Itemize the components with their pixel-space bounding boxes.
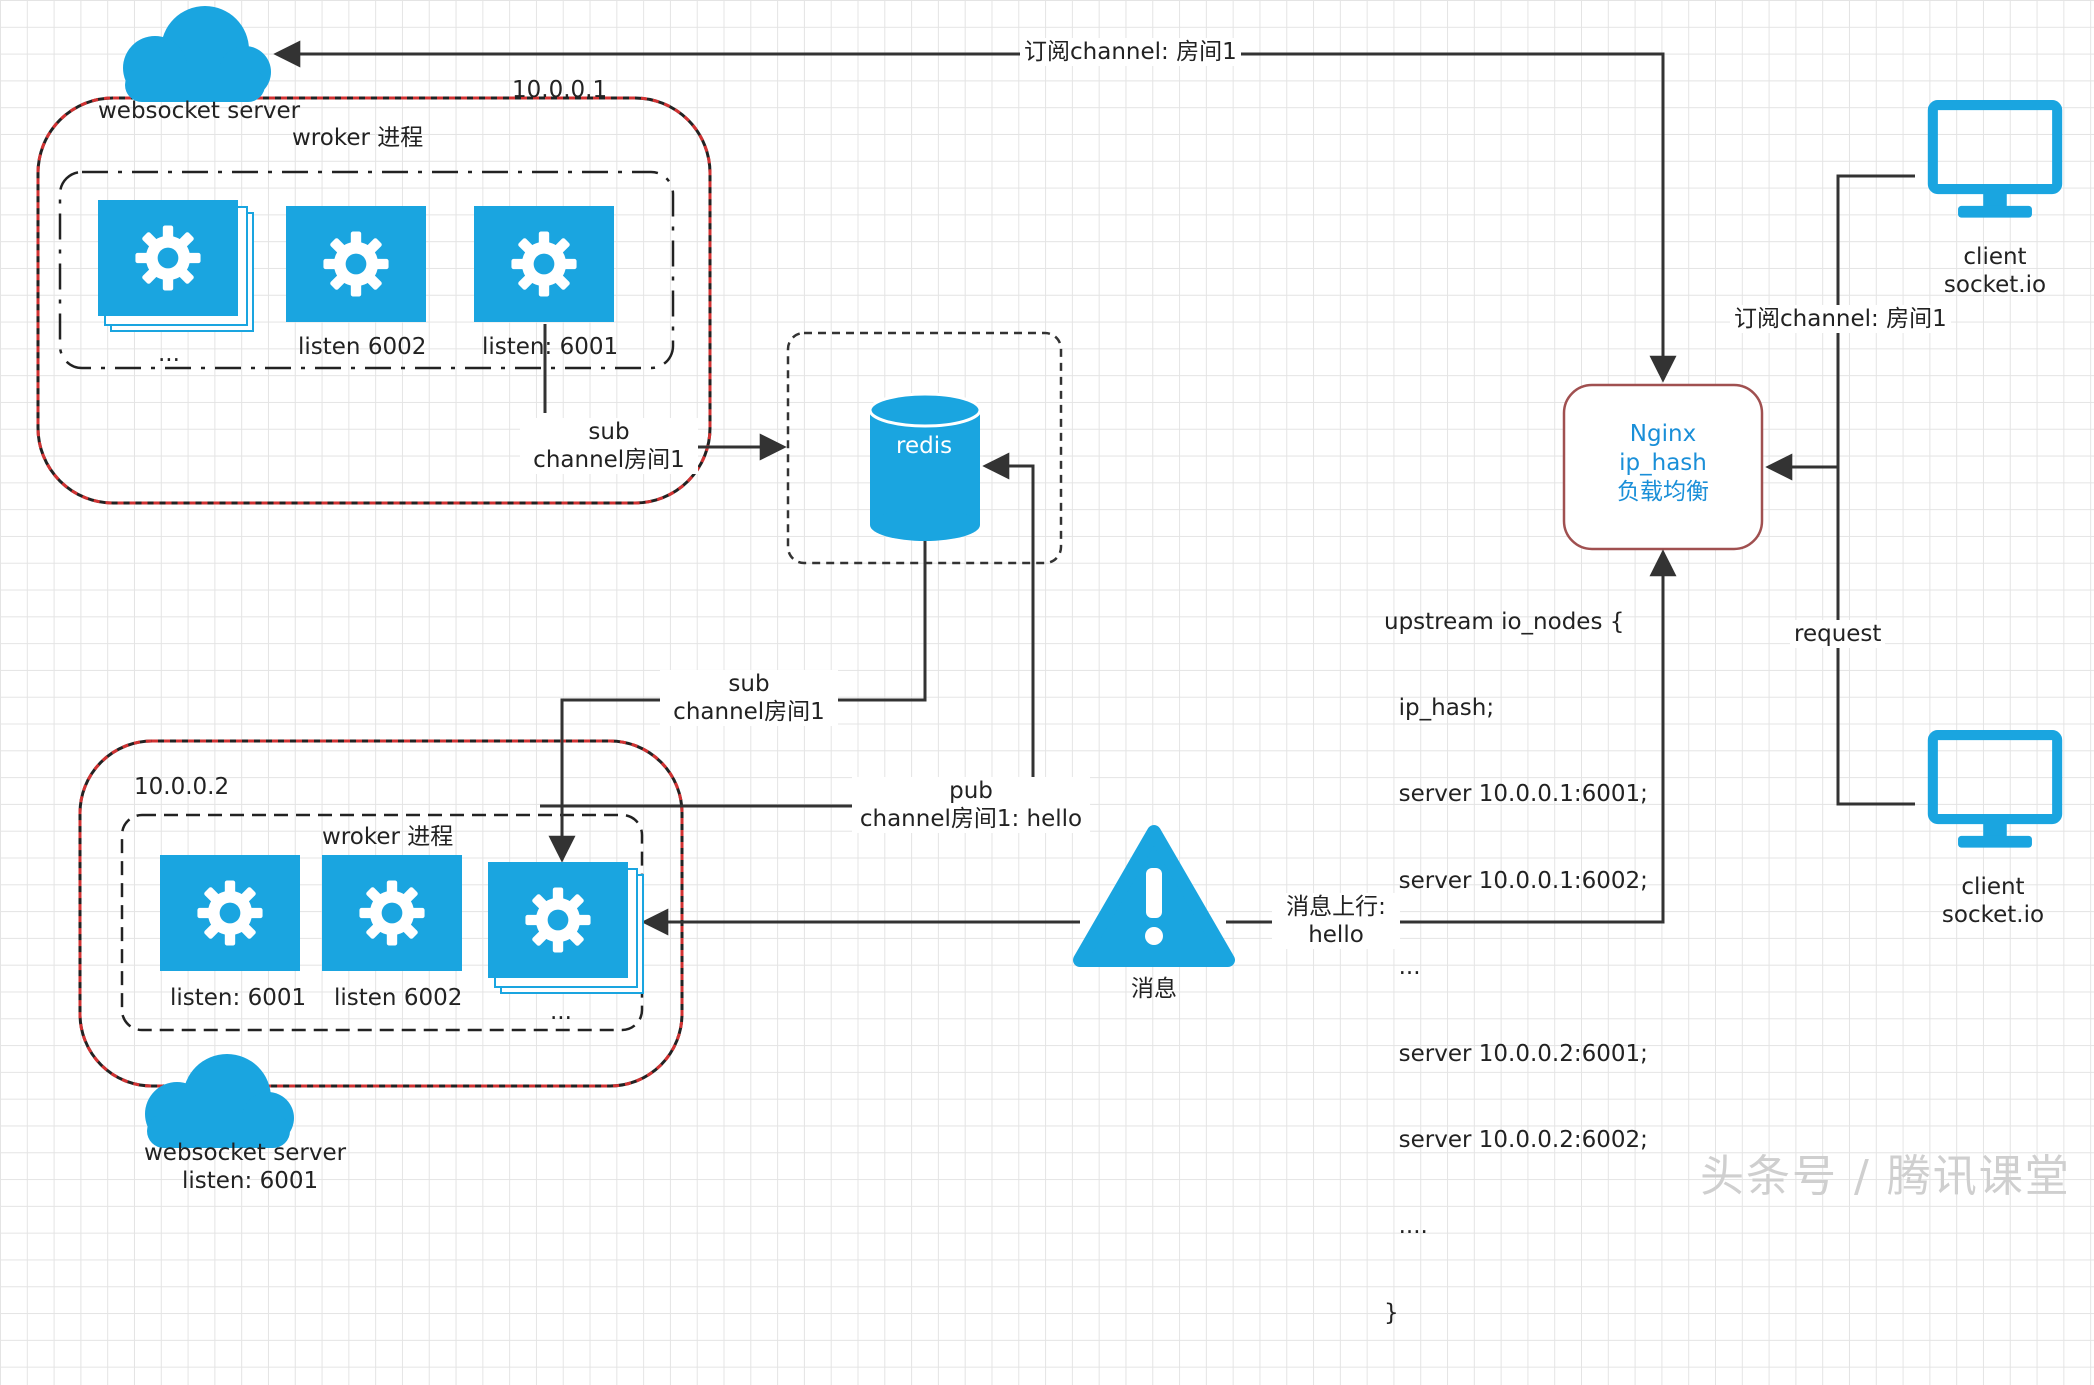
upstream-config-line: ip_hash; xyxy=(1384,694,1495,721)
cloud-icon-top xyxy=(123,6,271,102)
edge-label-pub-2: channel房间1: hello xyxy=(852,805,1090,833)
warning-label: 消息 xyxy=(1131,976,1177,1002)
gear-icon xyxy=(197,880,263,946)
upper-worker-tile-3 xyxy=(474,206,614,322)
upper-worker-label-3: listen: 6001 xyxy=(482,334,619,360)
nginx-label-3: 负载均衡 xyxy=(1617,479,1709,505)
lower-cloud-label-1: websocket server xyxy=(144,1140,347,1166)
upstream-config-line: upstream io_nodes { xyxy=(1384,608,1625,635)
watermark: 头条号 / 腾讯课堂 xyxy=(1700,1151,2071,1202)
client-monitor-icon-top xyxy=(1933,105,2057,218)
client-top-label-2: socket.io xyxy=(1943,272,2047,298)
lower-worker-tile-3 xyxy=(488,862,628,978)
edge-label-lower-sub-2: channel房间1 xyxy=(660,698,838,726)
lower-worker-label-2: listen 6002 xyxy=(334,985,463,1011)
upstream-config-line: server 10.0.0.1:6002; xyxy=(1384,867,1648,894)
edge-label-message-up-1: 消息上行: xyxy=(1272,893,1400,921)
upstream-config-line: } xyxy=(1384,1299,1399,1326)
edge-label-upper-sub-2: channel房间1 xyxy=(520,446,698,474)
upper-worker-tile-1 xyxy=(98,200,238,316)
edge-label-client-subscribe: 订阅channel: 房间1 xyxy=(1730,305,1951,333)
upper-worker-tile-2 xyxy=(286,206,426,322)
edge-label-pub-1: pub xyxy=(852,777,1090,805)
lower-worker-label-3: ... xyxy=(550,999,572,1025)
warning-icon xyxy=(1073,825,1235,967)
diagram-svg xyxy=(36,6,2094,1148)
cloud-icon-bottom xyxy=(145,1054,294,1148)
lower-server-ip: 10.0.0.2 xyxy=(134,774,230,800)
architecture-diagram: websocket server 10.0.0.1 wroker 进程 ... … xyxy=(36,6,2094,1326)
upper-server-ip: 10.0.0.1 xyxy=(512,77,608,103)
gear-icon xyxy=(135,225,201,291)
client-top-label-1: client xyxy=(1963,244,2027,270)
client-bottom-label-1: client xyxy=(1961,874,2025,900)
nginx-box xyxy=(1562,383,1764,551)
upstream-config-line: server 10.0.0.2:6002; xyxy=(1384,1126,1648,1153)
upstream-config-line: ... xyxy=(1384,954,1421,981)
client-monitor-icon-bottom xyxy=(1933,735,2057,848)
edge-label-upper-sub-1: sub xyxy=(520,418,698,446)
lower-worker-title: wroker 进程 xyxy=(322,824,454,850)
upstream-config-line: server 10.0.0.1:6001; xyxy=(1384,781,1648,808)
lower-worker-tile-2 xyxy=(322,855,462,971)
upper-worker-label-2: listen 6002 xyxy=(298,334,427,360)
upstream-config: upstream io_nodes { ip_hash; server 10.0… xyxy=(1384,550,1648,1385)
edge-clients-to-nginx xyxy=(1836,174,1915,806)
gear-icon xyxy=(525,887,591,953)
lower-worker-tile-1 xyxy=(160,855,300,971)
upper-cloud-label: websocket server xyxy=(98,98,301,124)
lower-cloud-label-2: listen: 6001 xyxy=(182,1168,319,1194)
lower-worker-label-1: listen: 6001 xyxy=(170,985,307,1011)
edge-top-subscribe xyxy=(273,40,1677,383)
upstream-config-line: server 10.0.0.2:6001; xyxy=(1384,1040,1648,1067)
nginx-label-2: ip_hash xyxy=(1619,450,1707,476)
upper-worker-title: wroker 进程 xyxy=(292,125,424,151)
edge-lower-sub xyxy=(818,541,927,702)
edge-message-up xyxy=(1393,549,1677,924)
gear-icon xyxy=(511,231,577,297)
edge-label-top-subscribe: 订阅channel: 房间1 xyxy=(1020,38,1241,66)
edge-label-message-up-2: hello xyxy=(1272,921,1400,949)
nginx-label-1: Nginx xyxy=(1629,421,1697,447)
client-bottom-label-2: socket.io xyxy=(1941,902,2045,928)
upstream-config-line: .... xyxy=(1384,1213,1428,1240)
edge-label-request: request xyxy=(1790,620,1886,648)
edge-label-lower-sub-1: sub xyxy=(660,670,838,698)
gear-icon xyxy=(323,231,389,297)
gear-icon xyxy=(359,880,425,946)
redis-cylinder-icon xyxy=(868,392,982,541)
upper-worker-label-1: ... xyxy=(158,341,180,367)
redis-label: redis xyxy=(896,433,953,459)
